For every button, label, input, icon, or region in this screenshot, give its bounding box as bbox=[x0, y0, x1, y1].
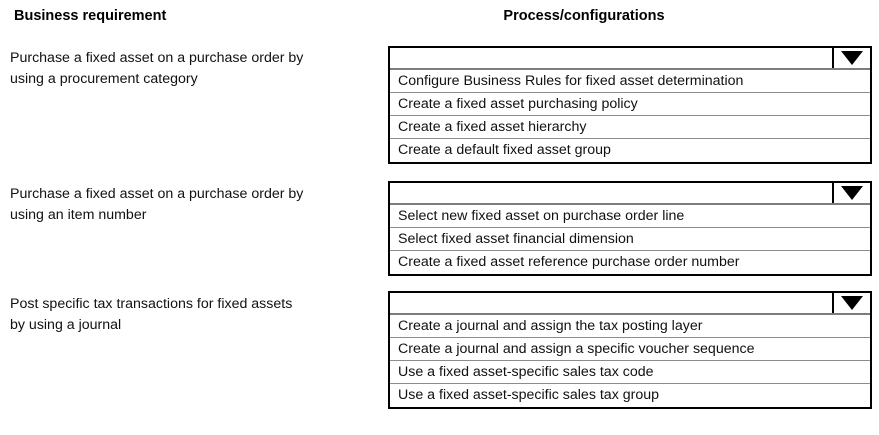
requirement-text-1-line-1: Purchase a fixed asset on a purchase ord… bbox=[10, 50, 304, 66]
dropdown-option[interactable]: Select fixed asset financial dimension bbox=[390, 228, 870, 251]
dropdown-group-2[interactable]: Select new fixed asset on purchase order… bbox=[388, 181, 872, 276]
requirement-text-3-line-1: Post specific tax transactions for fixed… bbox=[10, 296, 293, 312]
dropdown-option[interactable]: Create a fixed asset hierarchy bbox=[390, 116, 870, 139]
dropdown-option[interactable]: Create a fixed asset reference purchase … bbox=[390, 251, 870, 274]
requirement-text-3: Post specific tax transactions for fixed… bbox=[10, 294, 382, 336]
dropdown-option[interactable]: Create a journal and assign the tax post… bbox=[390, 315, 870, 338]
dropdown-toggle-button-2[interactable] bbox=[832, 183, 870, 203]
requirement-text-2: Purchase a fixed asset on a purchase ord… bbox=[10, 184, 382, 226]
column-header-process-configurations: Process/configurations bbox=[503, 8, 665, 24]
dropdown-group-1[interactable]: Configure Business Rules for fixed asset… bbox=[388, 46, 872, 164]
dropdown-option[interactable]: Use a fixed asset-specific sales tax gro… bbox=[390, 384, 870, 407]
dropdown-combobox-2[interactable] bbox=[390, 183, 870, 205]
requirement-text-2-line-2: using an item number bbox=[10, 207, 147, 223]
requirement-text-2-line-1: Purchase a fixed asset on a purchase ord… bbox=[10, 186, 304, 202]
dropdown-combobox-3[interactable] bbox=[390, 293, 870, 315]
dropdown-toggle-button-3[interactable] bbox=[832, 293, 870, 313]
dropdown-option[interactable]: Create a default fixed asset group bbox=[390, 139, 870, 162]
dropdown-triangle-icon bbox=[841, 296, 863, 310]
requirement-text-1-line-2: using a procurement category bbox=[10, 71, 198, 87]
dropdown-option-list-3[interactable]: Create a journal and assign the tax post… bbox=[390, 315, 870, 407]
dropdown-option[interactable]: Create a journal and assign a specific v… bbox=[390, 338, 870, 361]
dropdown-option-list-1[interactable]: Configure Business Rules for fixed asset… bbox=[390, 70, 870, 162]
dropdown-option[interactable]: Configure Business Rules for fixed asset… bbox=[390, 70, 870, 93]
dropdown-option[interactable]: Use a fixed asset-specific sales tax cod… bbox=[390, 361, 870, 384]
dropdown-option[interactable]: Select new fixed asset on purchase order… bbox=[390, 205, 870, 228]
dropdown-option[interactable]: Create a fixed asset purchasing policy bbox=[390, 93, 870, 116]
dropdown-combobox-1[interactable] bbox=[390, 48, 870, 70]
dropdown-option-list-2[interactable]: Select new fixed asset on purchase order… bbox=[390, 205, 870, 274]
dropdown-toggle-button-1[interactable] bbox=[832, 48, 870, 68]
column-header-business-requirement: Business requirement bbox=[14, 8, 167, 24]
requirement-text-1: Purchase a fixed asset on a purchase ord… bbox=[10, 48, 382, 90]
requirement-text-3-line-2: by using a journal bbox=[10, 317, 122, 333]
dropdown-triangle-icon bbox=[841, 51, 863, 65]
dropdown-triangle-icon bbox=[841, 186, 863, 200]
dropdown-group-3[interactable]: Create a journal and assign the tax post… bbox=[388, 291, 872, 409]
